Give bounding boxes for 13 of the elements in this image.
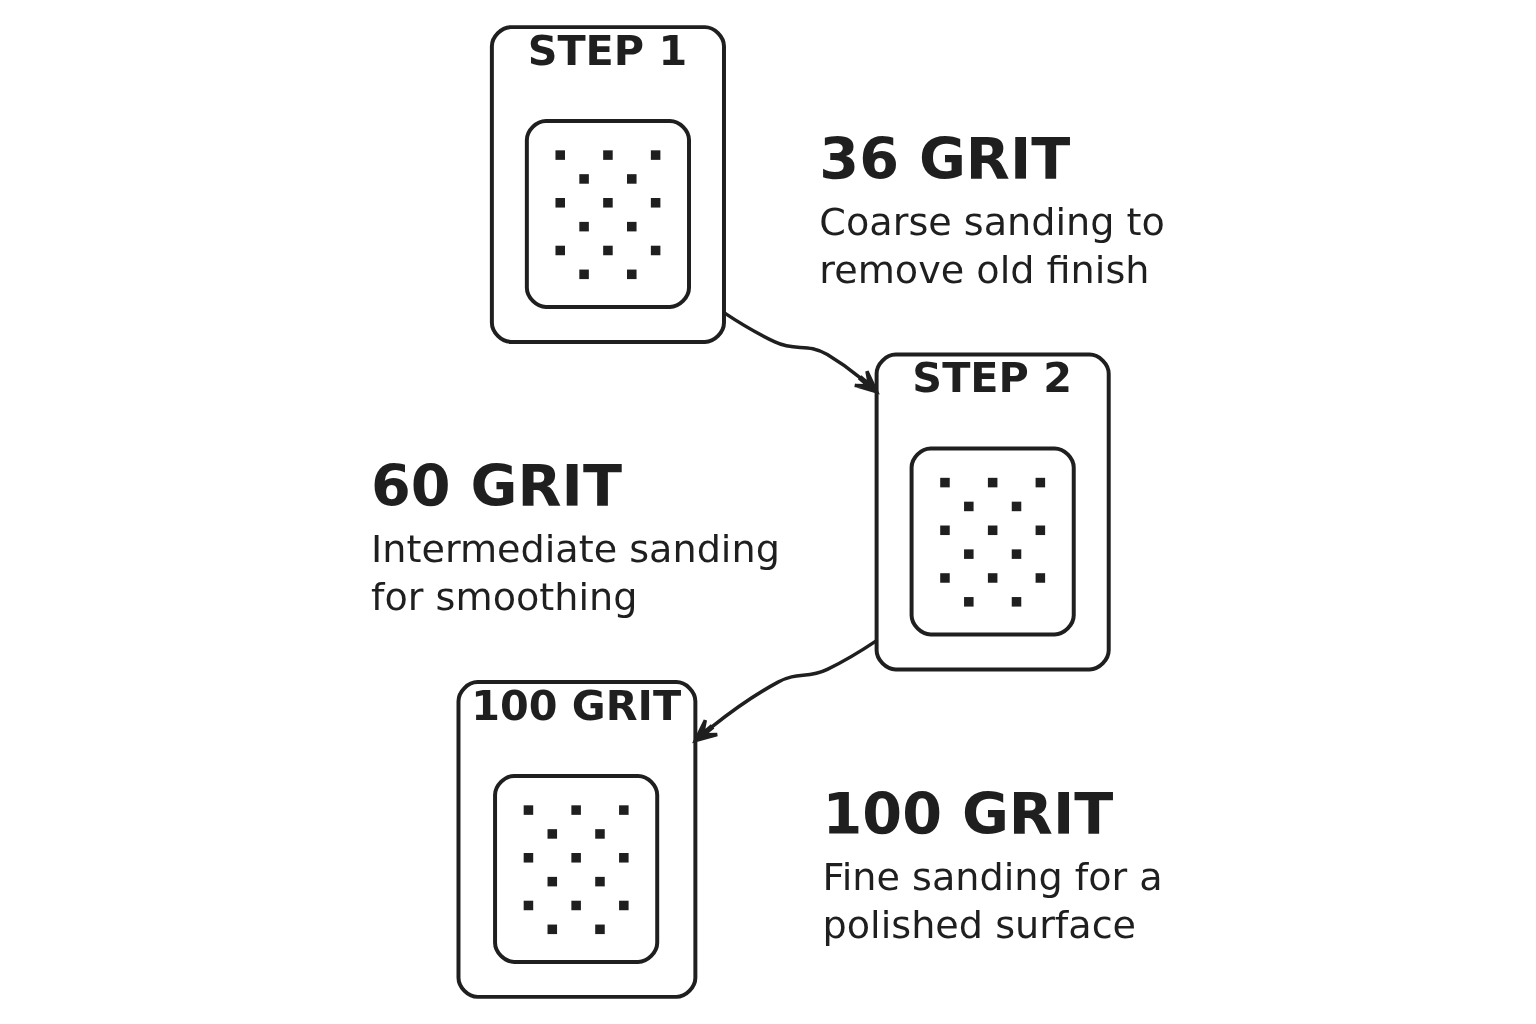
cluster: STEP 1: [489, 25, 726, 344]
node-box: [524, 118, 691, 309]
node-label: Intermediate sanding for smoothing: [370, 527, 780, 620]
node-label: Coarse sanding to remove old finish: [818, 199, 1165, 292]
node-label: 100 GRIT: [822, 780, 1113, 847]
node-box: [492, 773, 659, 964]
node-label: 60 GRIT: [370, 453, 622, 520]
cluster: 100 GRIT: [456, 680, 697, 999]
node-label: 36 GRIT: [818, 125, 1070, 192]
cluster: STEP 2: [874, 352, 1111, 672]
node-box: [909, 446, 1076, 637]
node-label: Fine sanding for a polished surface: [822, 854, 1163, 947]
arrow: [693, 639, 878, 743]
